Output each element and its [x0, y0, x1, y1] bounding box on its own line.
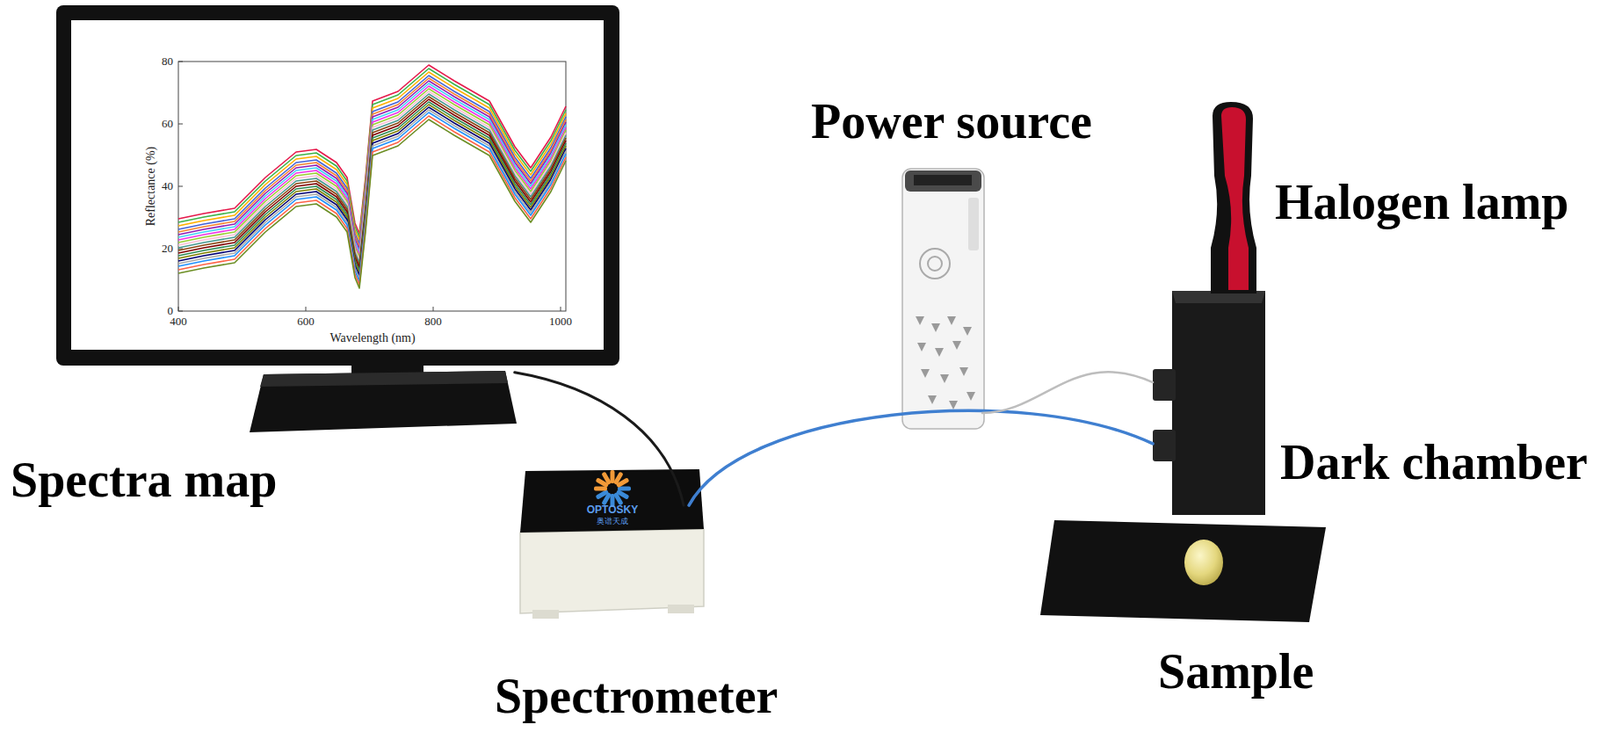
monitor-node: Spectra map	[56, 5, 620, 437]
optical-fiber	[688, 410, 1153, 506]
tick-label: 20	[161, 242, 174, 255]
device-label: Dark chamber	[1280, 437, 1588, 487]
spectrometer-node: Spectrometer	[520, 469, 704, 623]
brand-logo: OPTOSKY	[586, 504, 638, 516]
halogen-lamp-node: Halogen lamp	[1209, 101, 1255, 287]
spectrometer-device	[520, 469, 704, 619]
device-label: Halogen lamp	[1274, 177, 1569, 227]
tick-label: 40	[161, 180, 174, 193]
halogen-lamp-device	[1210, 101, 1257, 294]
device-label: Spectra map	[10, 455, 277, 505]
tick-label: 60	[161, 117, 174, 131]
device-label: Spectrometer	[494, 671, 778, 721]
power-source-device	[902, 168, 985, 429]
monitor	[56, 5, 620, 433]
power-source-node: Power source	[902, 168, 985, 429]
dark-chamber-device	[1152, 290, 1266, 515]
tick-label: 800	[424, 315, 442, 328]
brand-logo: 奥谱天成	[596, 517, 629, 527]
power-wire	[982, 371, 1153, 413]
device-label: Power source	[810, 96, 1093, 146]
tick-label: 400	[169, 315, 188, 328]
device-label: Sample	[1158, 646, 1314, 696]
axis-title: Reflectance (%)	[144, 146, 158, 227]
tick-label: 1000	[549, 315, 572, 328]
tick-label: 600	[296, 315, 315, 328]
dark-chamber-node: Dark chamber	[1152, 290, 1266, 515]
sample-node: Sample	[1040, 520, 1326, 623]
axis-title: Wavelength (nm)	[329, 331, 415, 345]
sample-mat	[1040, 520, 1326, 623]
usb-cable	[514, 372, 684, 506]
spectra-chart	[178, 61, 566, 312]
tick-label: 80	[161, 55, 174, 68]
